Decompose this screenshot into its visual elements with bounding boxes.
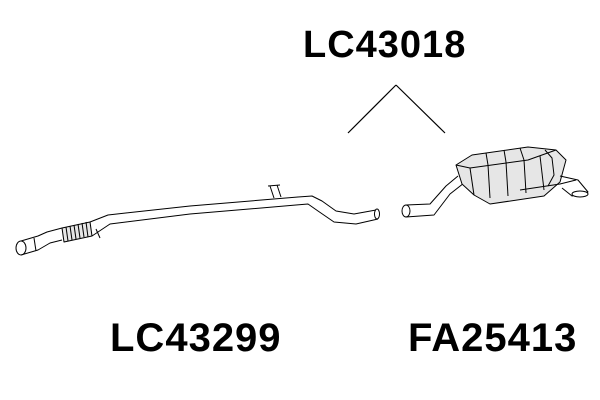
- exhaust-front-pipe-icon: [15, 184, 380, 256]
- assembly-part-number: LC43018: [303, 24, 467, 66]
- exhaust-rear-silencer-icon: [401, 146, 589, 218]
- rear-silencer-part-number: FA25413: [408, 316, 578, 360]
- front-pipe-part-number: LC43299: [110, 316, 282, 360]
- assembly-connector-icon: [347, 84, 446, 134]
